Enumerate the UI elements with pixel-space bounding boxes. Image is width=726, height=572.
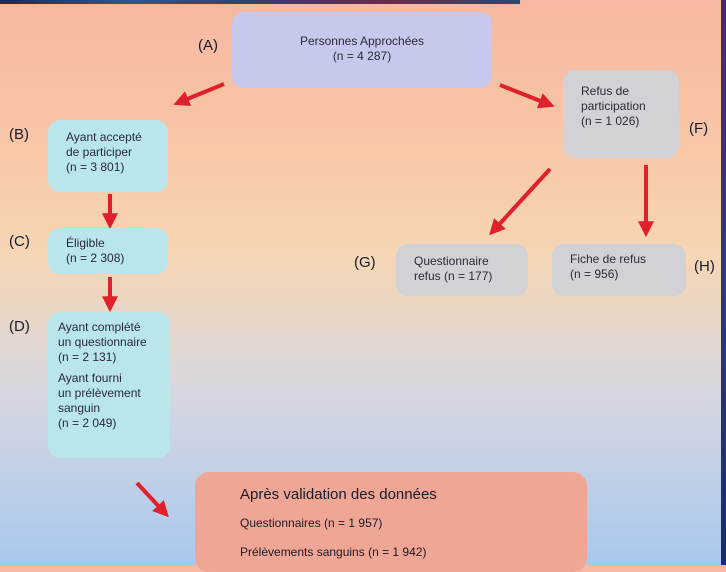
- label-d: (D): [9, 318, 30, 335]
- arrow-a-to-b: [173, 82, 225, 107]
- node-b-line-1: Ayant accepté: [66, 130, 142, 144]
- node-d-line-7: (n = 2 049): [58, 416, 117, 430]
- label-h: (H): [694, 258, 715, 275]
- top-decorative-band: [0, 0, 520, 4]
- final-title: Après validation des données: [240, 486, 437, 503]
- node-g-questionnaire-refus: Questionnaire refus (n = 177): [396, 244, 528, 296]
- node-f-line-1: Refus de: [581, 84, 630, 98]
- label-a: (A): [198, 37, 218, 54]
- node-g-line-2: refus (n = 177): [414, 269, 493, 283]
- node-b-ayant-accepte: Ayant accepté de participer (n = 3 801): [48, 120, 168, 192]
- node-a-line-1: Personnes Approchées: [299, 34, 425, 48]
- node-d-ayant-complete: Ayant complété un questionnaire (n = 2 1…: [48, 312, 170, 458]
- node-h-fiche-de-refus: Fiche de refus (n = 956): [552, 244, 686, 296]
- node-b-line-2: de participer: [66, 145, 133, 159]
- label-c: (C): [9, 233, 30, 250]
- node-h-line-1: Fiche de refus: [570, 252, 647, 266]
- node-f-line-2: participation: [581, 99, 646, 113]
- node-b-line-3: (n = 3 801): [66, 160, 125, 174]
- arrow-f-to-g: [489, 167, 552, 236]
- final-validation-box: Après validation des données Questionnai…: [195, 472, 587, 572]
- label-f: (F): [689, 120, 709, 137]
- node-d-line-6: sanguin: [58, 401, 101, 415]
- node-a-line-2: (n = 4 287): [332, 49, 392, 63]
- node-d-line-3: (n = 2 131): [58, 350, 117, 364]
- node-c-line-1: Éligible: [66, 236, 105, 250]
- node-c-line-2: (n = 2 308): [66, 251, 125, 265]
- node-d-line-2: un questionnaire: [58, 335, 147, 349]
- right-decorative-frame: [721, 0, 726, 565]
- node-d-line-4: Ayant fourni: [58, 371, 122, 385]
- label-g: (G): [354, 254, 376, 271]
- node-c-eligible: Éligible (n = 2 308): [48, 228, 168, 274]
- arrow-a-to-f: [499, 83, 555, 109]
- final-questionnaires: Questionnaires (n = 1 957): [240, 516, 383, 530]
- node-h-line-2: (n = 956): [570, 267, 619, 281]
- final-prelevements: Prélèvements sanguins (n = 1 942): [240, 545, 427, 559]
- node-f-refus-participation: Refus de participation (n = 1 026): [563, 70, 679, 158]
- node-g-line-1: Questionnaire: [414, 254, 489, 268]
- node-d-line-5: un prélèvement: [58, 386, 141, 400]
- node-f-line-3: (n = 1 026): [581, 114, 640, 128]
- label-b: (B): [9, 126, 29, 143]
- node-d-line-1: Ayant complété: [58, 320, 141, 334]
- node-a-personnes-approchees: Personnes Approchées (n = 4 287): [232, 12, 492, 88]
- arrow-d-to-final: [135, 481, 169, 518]
